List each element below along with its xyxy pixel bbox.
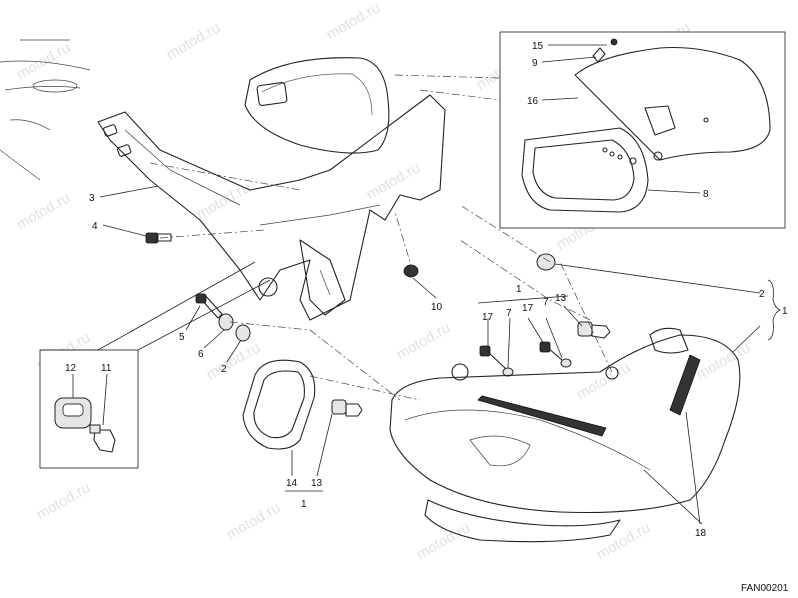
parking-light-housing-part-14: [242, 359, 316, 450]
windscreen: [244, 57, 390, 154]
watermark: motod.ru: [224, 499, 284, 543]
callout-11: 11: [101, 363, 112, 374]
callout-7-a: 7: [506, 308, 512, 319]
watermark: motod.ru: [574, 359, 634, 403]
callout-15: 15: [532, 41, 544, 52]
watermark: motod.ru: [694, 339, 754, 383]
grommet-part-10: [403, 264, 419, 278]
callout-1-top: 1: [516, 284, 522, 295]
callout-13-bottom: 13: [311, 478, 323, 489]
callout-7-b: 7: [543, 297, 549, 308]
watermark: motod.ru: [394, 319, 454, 363]
bulb-part-13-upper: [577, 321, 611, 339]
callout-9: 9: [532, 58, 538, 69]
callout-5: 5: [179, 332, 185, 343]
callout-18: 18: [695, 528, 707, 539]
callout-16: 16: [527, 96, 539, 107]
callout-10: 10: [431, 302, 443, 313]
callout-17-b: 17: [522, 303, 534, 314]
watermark: motod.ru: [34, 479, 94, 523]
screw-part-5: [195, 293, 223, 319]
callout-6: 6: [198, 349, 204, 360]
headlight-assembly: [389, 327, 741, 543]
callout-13-top: 13: [555, 293, 567, 304]
watermark: motod.ru: [594, 519, 654, 563]
callout-1-right: 1: [782, 306, 788, 317]
callout-2-left: 2: [221, 364, 227, 375]
rubber-grommet-part-2-right: [536, 253, 556, 271]
callout-8: 8: [703, 189, 709, 200]
rubber-grommet-part-2-left: [235, 324, 251, 342]
bulb-part-7-b: [560, 358, 572, 368]
bulb-part-13-lower: [331, 399, 363, 417]
callout-1-bottom: 1: [301, 499, 307, 510]
headlight-support-frame: [97, 94, 446, 321]
callout-14: 14: [286, 478, 298, 489]
callout-3: 3: [89, 193, 95, 204]
screw-part-4: [145, 232, 172, 244]
callout-4: 4: [92, 221, 98, 232]
leader-lines: [40, 44, 782, 525]
watermark: motod.ru: [194, 179, 254, 223]
callout-17-a: 17: [482, 312, 494, 323]
screw-part-17-b: [539, 341, 563, 361]
instrument-inset-frame: [499, 31, 786, 229]
watermark: motod.ru: [364, 159, 424, 203]
callout-12: 12: [65, 363, 77, 374]
watermark: motod.ru: [324, 0, 384, 43]
screw-part-17-a: [479, 345, 506, 369]
watermark: motod.ru: [414, 519, 474, 563]
watermark: motod.ru: [14, 189, 74, 233]
background-sketch: [0, 39, 91, 181]
watermark: motod.ru: [164, 19, 224, 63]
drawing-code: FAN00201: [741, 583, 789, 594]
assembly-lines: [149, 74, 613, 401]
callout-labels: 15 9 16 8 3 4 5 6 2 10 2 1 12 11 14 13 1…: [65, 41, 788, 539]
callout-2-right: 2: [759, 289, 765, 300]
small-parts-inset-frame: [39, 349, 139, 469]
